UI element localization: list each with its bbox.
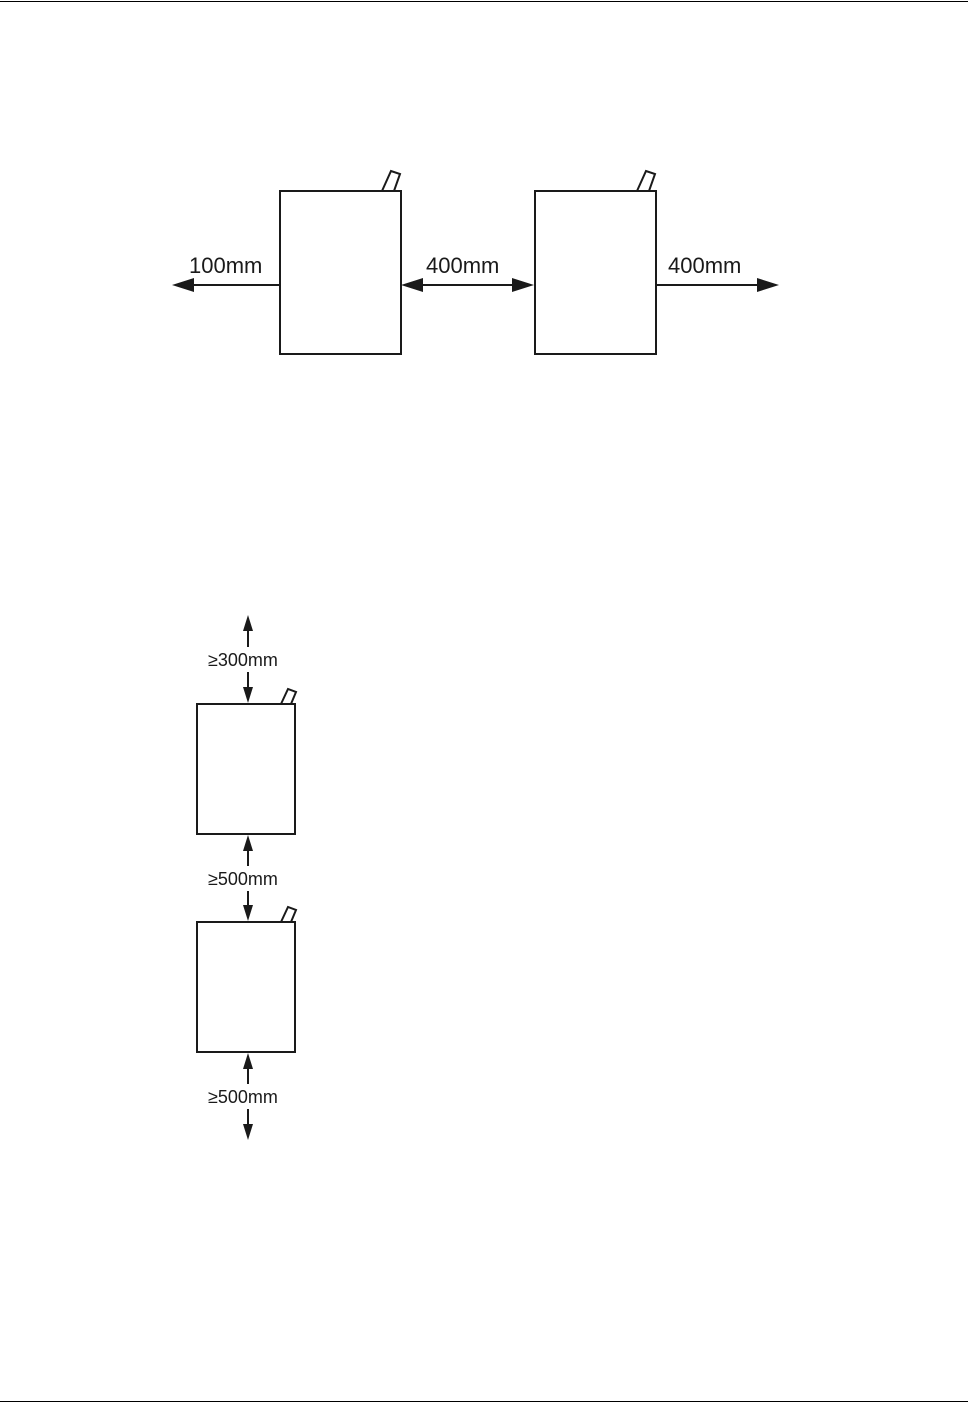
- cabinet-left-handle: [382, 171, 400, 191]
- cabinet-right-body: [535, 191, 656, 354]
- between-stacked-clearance-label: ≥500mm: [208, 869, 278, 889]
- cabinet-right: [535, 171, 656, 354]
- right-clearance-label: 400mm: [668, 253, 741, 278]
- cabinet-lower: [197, 907, 296, 1052]
- right-clearance-arrow: [657, 278, 779, 292]
- between-clearance-arrow: [401, 278, 534, 292]
- left-clearance-arrow: [172, 278, 279, 292]
- cabinet-upper-body: [197, 704, 295, 834]
- cabinet-lower-body: [197, 922, 295, 1052]
- between-clearance-label: 400mm: [426, 253, 499, 278]
- left-clearance-label: 100mm: [189, 253, 262, 278]
- cabinet-upper-handle: [281, 689, 296, 704]
- cabinet-upper: [197, 689, 296, 834]
- bottom-clearance-label: ≥500mm: [208, 1087, 278, 1107]
- top-clearance-label: ≥300mm: [208, 650, 278, 670]
- footer-rule: [0, 1401, 968, 1402]
- cabinet-lower-handle: [281, 907, 296, 922]
- side-by-side-diagram: 100mm 400mm 400mm: [172, 171, 779, 354]
- cabinet-left-body: [280, 191, 401, 354]
- stacked-diagram: ≥300mm ≥500mm ≥500mm: [197, 615, 296, 1140]
- cabinet-right-handle: [637, 171, 655, 191]
- cabinet-left: [280, 171, 401, 354]
